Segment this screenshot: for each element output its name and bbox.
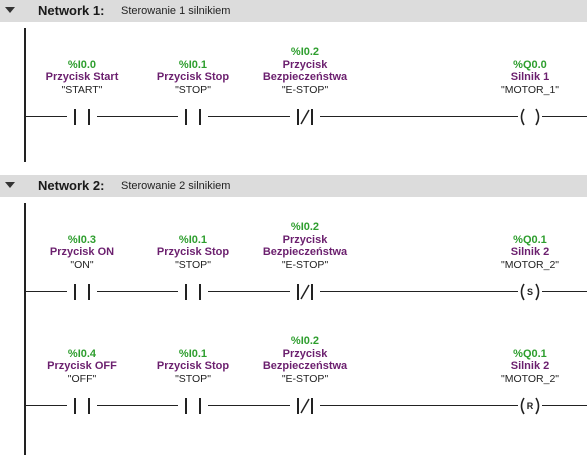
tag-symbol: "STOP" (175, 83, 211, 96)
operand-address: %I0.0 (67, 58, 97, 71)
rung-wire (25, 291, 67, 292)
tag-name: Przycisk (282, 347, 328, 360)
tag-name: Bezpieczeństwa (262, 246, 348, 258)
tag-name: Przycisk Stop (156, 246, 230, 258)
tag-name: Przycisk OFF (47, 360, 117, 372)
operand-address: %I0.2 (290, 335, 320, 347)
no-contact[interactable] (67, 108, 97, 126)
tag-name: Przycisk Start (45, 71, 119, 83)
nc-contact[interactable] (290, 397, 320, 415)
set-coil[interactable]: S (518, 283, 542, 301)
tag-name: Przycisk Stop (156, 71, 230, 83)
operand-address: %I0.3 (67, 233, 97, 246)
rung-wire (542, 116, 587, 117)
tag-symbol: "MOTOR_2" (500, 372, 560, 385)
tag-name: Przycisk (282, 233, 328, 246)
tag-symbol: "START" (61, 83, 103, 96)
rung-wire (208, 405, 290, 406)
tag-name: Przycisk ON (49, 246, 115, 258)
network-title: Network 1: (38, 3, 105, 18)
rung-wire (320, 116, 518, 117)
rung-wire (208, 116, 290, 117)
operand-address: %Q0.1 (513, 347, 547, 360)
coil-type-letter: S (526, 287, 534, 297)
network-title: Network 2: (38, 178, 105, 193)
collapse-arrow-icon[interactable] (5, 182, 15, 188)
rung-wire (97, 116, 178, 117)
tag-name: Przycisk (282, 58, 328, 71)
no-contact[interactable] (178, 397, 208, 415)
tag-symbol: "E-STOP" (281, 258, 329, 271)
tag-symbol: "MOTOR_1" (500, 83, 560, 96)
operand-address: %I0.1 (178, 58, 208, 71)
tag-symbol: "OFF" (67, 372, 97, 385)
operand-address: %I0.4 (67, 347, 97, 360)
tag-name: Przycisk Stop (156, 360, 230, 372)
reset-coil[interactable]: R (518, 397, 542, 415)
operand-address: %I0.2 (290, 46, 320, 58)
operand-address: %I0.1 (178, 347, 208, 360)
output-coil[interactable] (518, 108, 542, 126)
collapse-arrow-icon[interactable] (5, 7, 15, 13)
tag-name: Silnik 1 (510, 71, 550, 83)
rung-wire (208, 291, 290, 292)
tag-name: Silnik 2 (510, 360, 550, 372)
operand-address: %I0.1 (178, 233, 208, 246)
operand-address: %Q0.1 (513, 233, 547, 246)
tag-symbol: "ON" (70, 258, 94, 271)
no-contact[interactable] (67, 397, 97, 415)
tag-symbol: "E-STOP" (281, 372, 329, 385)
rung-wire (320, 291, 518, 292)
rung-wire (320, 405, 518, 406)
rung-wire (25, 405, 67, 406)
tag-symbol: "STOP" (175, 372, 211, 385)
no-contact[interactable] (178, 283, 208, 301)
tag-name: Bezpieczeństwa (262, 71, 348, 83)
rung-wire (542, 405, 587, 406)
tag-name: Bezpieczeństwa (262, 360, 348, 372)
network-comment[interactable]: Sterowanie 2 silnikiem (121, 180, 231, 192)
no-contact[interactable] (67, 283, 97, 301)
coil-type-letter: R (526, 401, 534, 411)
tag-symbol: "MOTOR_2" (500, 258, 560, 271)
tag-symbol: "STOP" (175, 258, 211, 271)
tag-symbol: "E-STOP" (281, 83, 329, 96)
rung-wire (97, 291, 178, 292)
rung-wire (97, 405, 178, 406)
network-comment[interactable]: Sterowanie 1 silnikiem (121, 5, 231, 17)
nc-contact[interactable] (290, 283, 320, 301)
operand-address: %Q0.0 (513, 58, 547, 71)
operand-address: %I0.2 (290, 221, 320, 233)
nc-contact[interactable] (290, 108, 320, 126)
power-rail (24, 28, 26, 162)
network-1-header[interactable]: Network 1: Sterowanie 1 silnikiem (0, 0, 587, 22)
no-contact[interactable] (178, 108, 208, 126)
rung-wire (542, 291, 587, 292)
rung-wire (25, 116, 67, 117)
tag-name: Silnik 2 (510, 246, 550, 258)
network-2-header[interactable]: Network 2: Sterowanie 2 silnikiem (0, 175, 587, 197)
power-rail (24, 203, 26, 455)
